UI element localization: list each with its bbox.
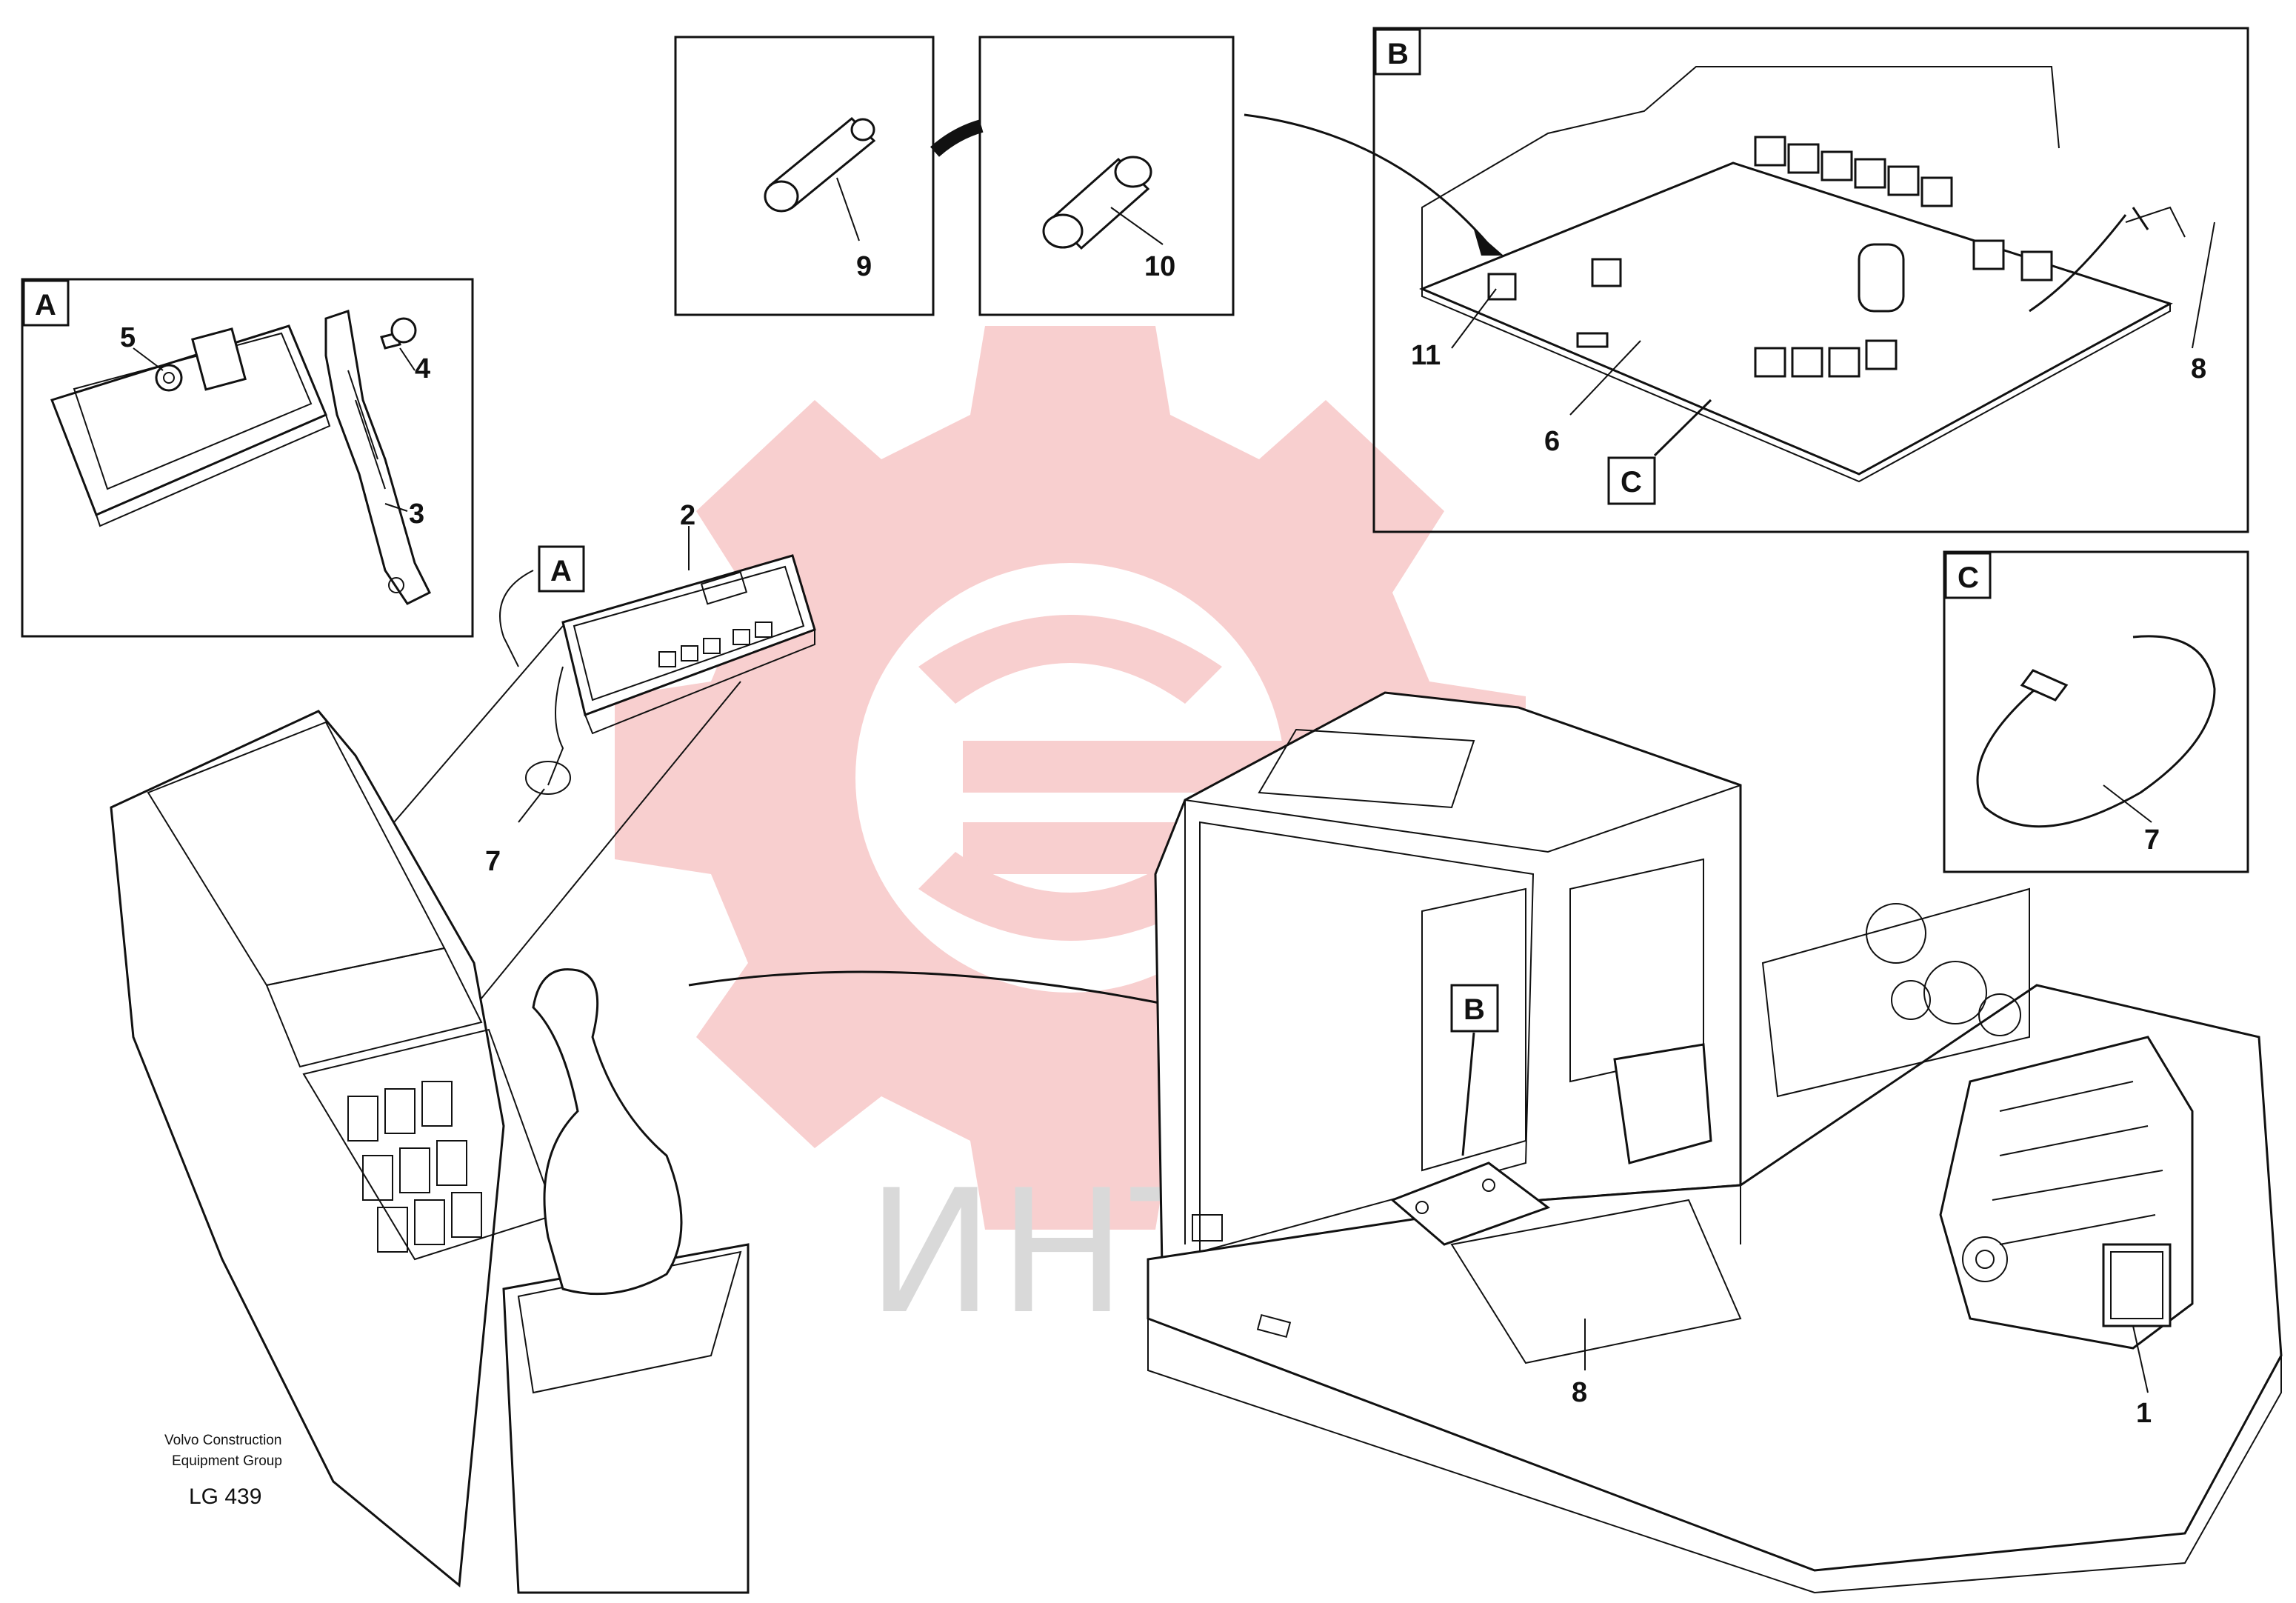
footer-company-line1: Volvo Construction <box>164 1433 281 1448</box>
label-11: 11 <box>1411 340 1441 371</box>
inset-b: B 11 <box>1244 27 2249 533</box>
label-9: 9 <box>856 251 872 282</box>
inset-a-label: A <box>35 289 56 321</box>
display-buttons <box>658 621 772 667</box>
footer-block: Volvo Construction Equipment Group LG 43… <box>164 1433 282 1509</box>
callout-b: B <box>1464 993 1485 1026</box>
footer-code: LG 439 <box>189 1484 261 1509</box>
inset-a: A 5 4 3 <box>21 278 474 638</box>
label-4: 4 <box>415 353 430 384</box>
label-8: 8 <box>1572 1377 1587 1408</box>
footer-company-line2: Equipment Group <box>172 1453 282 1469</box>
inset-b-label: B <box>1387 38 1409 70</box>
label-7-inset: 7 <box>2144 824 2160 856</box>
label-8-inset: 8 <box>2191 353 2206 384</box>
label-10: 10 <box>1144 251 1175 282</box>
flasher-unit <box>1858 243 1905 313</box>
label-2: 2 <box>680 500 695 531</box>
label-6: 6 <box>1544 426 1560 457</box>
label-3: 3 <box>409 499 424 530</box>
inset-c-label: C <box>1958 561 1979 594</box>
callout-c: C <box>1621 466 1642 499</box>
inset-connector-9: 9 <box>674 36 935 316</box>
relay-row <box>1487 136 2053 378</box>
display-unit: 7 2 A <box>266 500 816 1008</box>
operator-panel <box>110 710 1359 1594</box>
label-1: 1 <box>2136 1398 2152 1429</box>
excavator-body: B 8 1 <box>1147 691 2283 1594</box>
inset-connector-10: 10 <box>978 36 1235 316</box>
callout-a: A <box>550 555 572 587</box>
panel-keypad <box>347 1081 482 1253</box>
link-band-9-10 <box>930 119 984 157</box>
inset-c: C 7 <box>1943 550 2249 873</box>
label-7: 7 <box>485 846 501 877</box>
label-5: 5 <box>120 322 136 353</box>
